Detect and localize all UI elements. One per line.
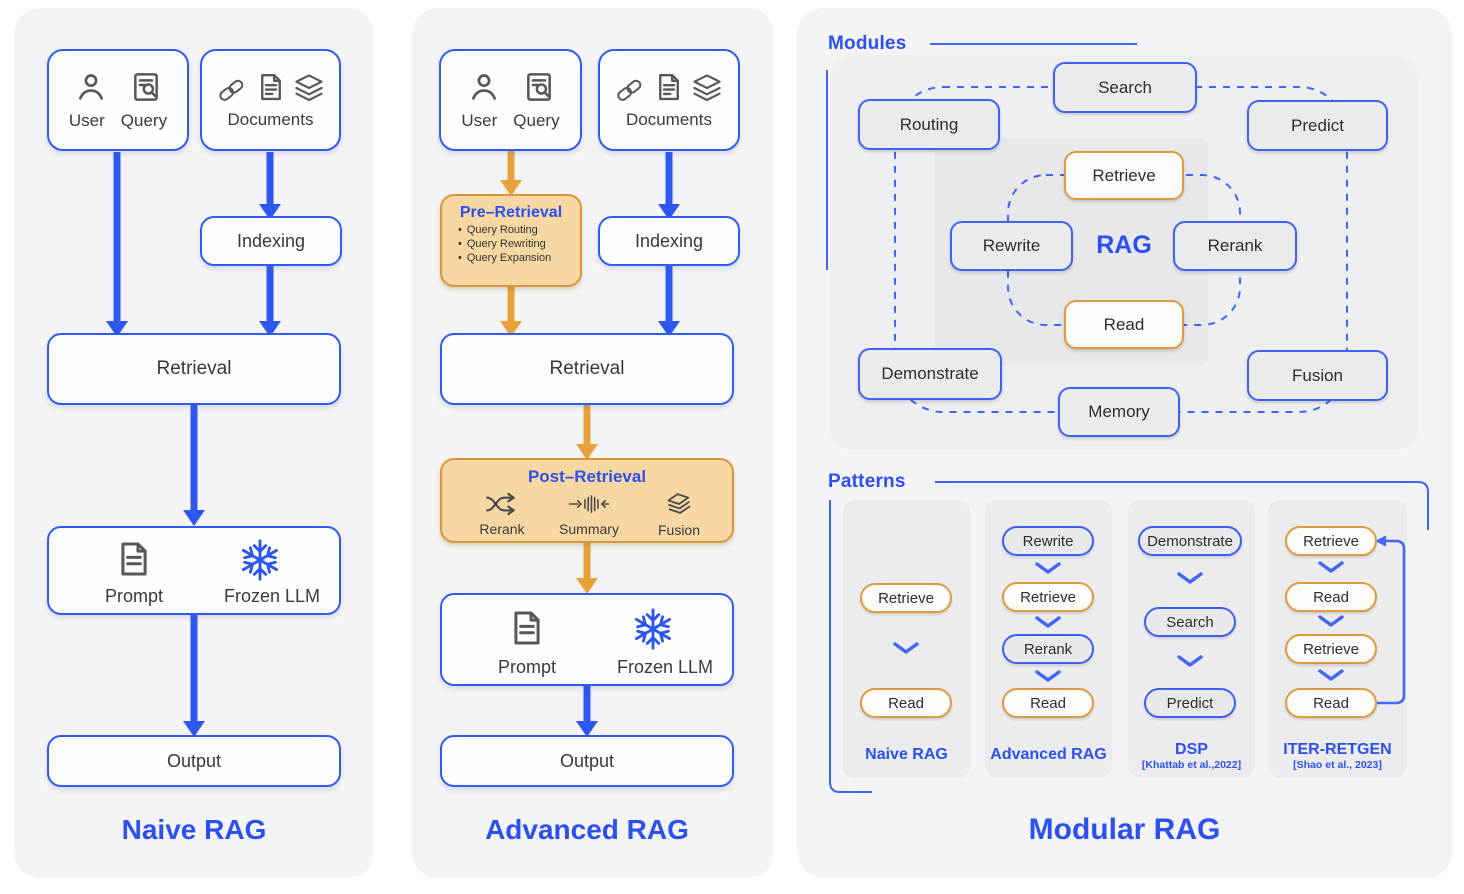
- pattern-step-read: Read: [860, 688, 952, 718]
- user-icon: [471, 74, 496, 100]
- naive-documents-box: Documents: [200, 49, 341, 151]
- pattern-step-retrieve: Retrieve: [1285, 526, 1377, 556]
- advanced-documents-box: Documents: [598, 49, 740, 151]
- module-rewrite: Rewrite: [950, 221, 1073, 271]
- pattern-step-read: Read: [1285, 582, 1377, 612]
- query-label: Query: [513, 111, 560, 130]
- pre-retrieval-item: Query Rewriting: [458, 238, 580, 250]
- link-icon: [617, 79, 642, 101]
- rerank-group: Rerank: [472, 492, 532, 537]
- pre-retrieval-box: Pre–Retrieval Query Routing Query Rewrit…: [440, 194, 582, 287]
- pattern-step-retrieve: Retrieve: [1002, 582, 1094, 612]
- prompt-label: Prompt: [497, 657, 557, 677]
- naive-retrieval-box: Retrieval: [47, 333, 341, 405]
- pattern-step-rerank: Rerank: [1002, 634, 1094, 664]
- documents-label: Documents: [227, 110, 314, 129]
- document-icon: [260, 73, 281, 101]
- summary-group: Summary: [559, 492, 619, 537]
- modules-section-label: Modules: [828, 33, 907, 54]
- prompt-document-icon: [514, 611, 540, 645]
- pattern-caption-iter-retgen: ITER-RETGEN: [1283, 741, 1392, 758]
- fusion-layers-icon: [667, 493, 691, 514]
- module-read: Read: [1064, 300, 1184, 349]
- pattern-step-rewrite: Rewrite: [1002, 526, 1094, 556]
- post-retrieval-box: Post–Retrieval Rerank Summary Fusion: [440, 458, 734, 543]
- advanced-user-query-box: User Query: [439, 49, 582, 151]
- pattern-cite-iter-retgen: [Shao et al., 2023]: [1293, 759, 1382, 771]
- module-memory: Memory: [1058, 387, 1180, 437]
- pre-retrieval-item: Query Expansion: [458, 252, 580, 264]
- frozen-llm-label: Frozen LLM: [223, 586, 321, 606]
- pattern-step-retrieve: Retrieve: [1285, 634, 1377, 664]
- advanced-rag-title: Advanced RAG: [485, 814, 689, 845]
- user-icon: [79, 74, 103, 100]
- pattern-caption-naive: Naive RAG: [865, 746, 948, 763]
- prompt-label: Prompt: [104, 586, 164, 606]
- fusion-label: Fusion: [657, 522, 701, 538]
- fusion-group: Fusion: [649, 491, 709, 538]
- module-demonstrate: Demonstrate: [858, 348, 1002, 400]
- documents-label: Documents: [626, 110, 712, 129]
- module-rerank: Rerank: [1173, 221, 1297, 271]
- frozen-llm-label: Frozen LLM: [616, 657, 714, 677]
- document-icon: [659, 73, 679, 101]
- user-label: User: [461, 111, 498, 130]
- query-label: Query: [120, 111, 168, 130]
- pattern-cite-dsp: [Khattab et al.,2022]: [1141, 759, 1242, 771]
- rerank-label: Rerank: [479, 521, 525, 537]
- prompt-document-icon: [121, 542, 147, 576]
- advanced-indexing-box: Indexing: [598, 216, 740, 266]
- pattern-caption-advanced: Advanced RAG: [990, 746, 1107, 763]
- pattern-step-search: Search: [1144, 607, 1236, 637]
- pre-retrieval-items: Query Routing Query Rewriting Query Expa…: [442, 224, 580, 264]
- post-retrieval-title: Post–Retrieval: [527, 467, 647, 486]
- summary-compress-icon: [568, 495, 610, 513]
- query-document-icon: [526, 73, 551, 101]
- naive-prompt-llm-box: Prompt Frozen LLM: [47, 526, 341, 615]
- patterns-section-label: Patterns: [828, 471, 906, 492]
- pattern-step-predict: Predict: [1144, 688, 1236, 718]
- module-retrieve: Retrieve: [1064, 151, 1184, 200]
- stack-layers-icon: [693, 74, 721, 102]
- summary-label: Summary: [559, 521, 619, 537]
- advanced-prompt-llm-box: Prompt Frozen LLM: [440, 593, 734, 686]
- naive-indexing-box: Indexing: [200, 216, 342, 266]
- module-predict: Predict: [1247, 100, 1388, 151]
- module-routing: Routing: [858, 99, 1000, 150]
- module-fusion: Fusion: [1247, 350, 1388, 401]
- naive-user-query-box: User Query: [47, 49, 189, 151]
- snowflake-icon: [241, 539, 279, 581]
- advanced-retrieval-box: Retrieval: [440, 333, 734, 405]
- pattern-caption-dsp: DSP: [1175, 741, 1208, 758]
- pattern-step-read: Read: [1002, 688, 1094, 718]
- link-icon: [218, 79, 243, 101]
- stack-layers-icon: [294, 74, 323, 102]
- rerank-shuffle-icon: [486, 492, 515, 516]
- pre-retrieval-item: Query Routing: [458, 224, 580, 236]
- pattern-card-naive: [843, 500, 970, 778]
- snowflake-icon: [634, 608, 672, 650]
- pattern-step-read: Read: [1285, 688, 1377, 718]
- query-document-icon: [134, 73, 158, 101]
- pattern-step-retrieve: Retrieve: [860, 583, 952, 613]
- modular-rag-title: Modular RAG: [1028, 813, 1221, 846]
- naive-rag-title: Naive RAG: [121, 814, 267, 845]
- naive-output-box: Output: [47, 735, 341, 787]
- user-label: User: [68, 111, 105, 130]
- pattern-step-demonstrate: Demonstrate: [1138, 526, 1242, 556]
- rag-center-label: RAG: [1096, 231, 1152, 259]
- pre-retrieval-title: Pre–Retrieval: [459, 204, 563, 221]
- module-search: Search: [1053, 62, 1197, 113]
- advanced-output-box: Output: [440, 735, 734, 787]
